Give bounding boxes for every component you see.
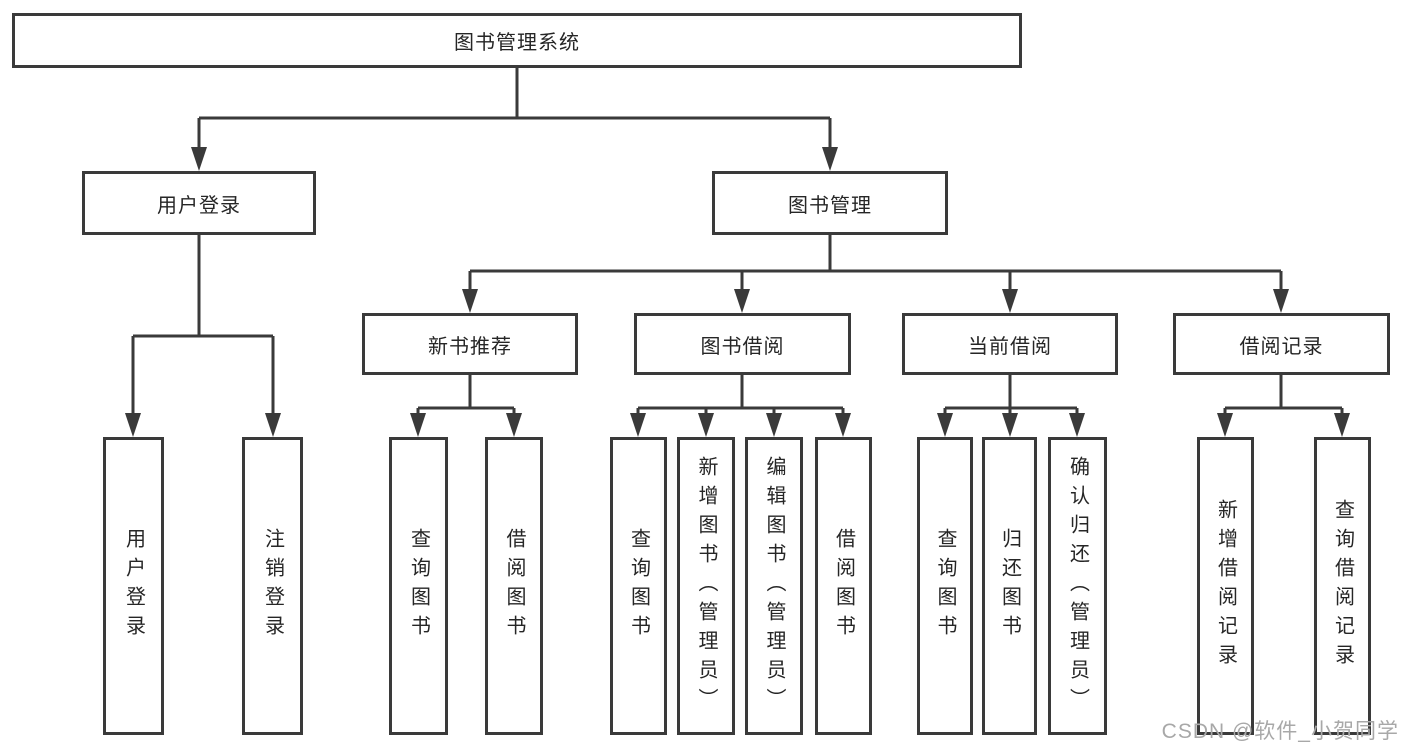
leaf-label: 新增图书（管理员） — [695, 455, 717, 717]
connector-login-to-leaves — [131, 235, 275, 417]
node-root-system: 图书管理系统 — [12, 13, 1022, 68]
node-borrow-records: 借阅记录 — [1173, 313, 1390, 375]
leaf-label: 归还图书 — [998, 528, 1021, 644]
leaf-label: 查询图书 — [934, 528, 956, 644]
arrowhead-leaf — [937, 413, 953, 437]
arrowhead-leaf — [1334, 413, 1350, 437]
leaf-logout: 注销登录 — [242, 437, 303, 735]
leaf-label: 借阅图书 — [503, 528, 525, 644]
node-book-management: 图书管理 — [712, 171, 948, 235]
leaf-label: 查询图书 — [627, 528, 650, 644]
leaf-label: 借阅图书 — [832, 528, 855, 644]
arrowhead-leaf — [630, 413, 646, 437]
node-current-borrow: 当前借阅 — [902, 313, 1118, 375]
node-new-book-recommend: 新书推荐 — [362, 313, 578, 375]
arrowhead-level3 — [1002, 289, 1018, 313]
leaf-edit-books-admin: 编辑图书（管理员） — [745, 437, 803, 735]
arrowhead-leaf — [1002, 413, 1018, 437]
arrowhead-level3 — [734, 289, 750, 313]
leaf-add-books-admin: 新增图书（管理员） — [677, 437, 735, 735]
node-user-login: 用户登录 — [82, 171, 316, 235]
node-book-borrow: 图书借阅 — [634, 313, 851, 375]
leaf-query-books-borrow: 查询图书 — [610, 437, 667, 735]
connector-recommend-to-leaves — [416, 375, 516, 417]
leaf-user-login: 用户登录 — [103, 437, 164, 735]
leaf-query-books-recommend: 查询图书 — [389, 437, 448, 735]
arrowhead-book-management — [822, 147, 838, 171]
arrowhead-level3 — [462, 289, 478, 313]
arrowhead-leaf — [835, 413, 851, 437]
leaf-label: 查询借阅记录 — [1331, 499, 1354, 673]
arrowhead-leaf — [1217, 413, 1233, 437]
leaf-confirm-return-admin: 确认归还（管理员） — [1048, 437, 1107, 735]
watermark-text: CSDN @软件_小贺同学 — [1161, 720, 1399, 743]
leaf-borrow-books-recommend: 借阅图书 — [485, 437, 543, 735]
leaf-label: 查询图书 — [407, 528, 430, 644]
leaf-borrow-books: 借阅图书 — [815, 437, 872, 735]
arrowhead-leaf — [1069, 413, 1085, 437]
leaf-query-books-current: 查询图书 — [917, 437, 973, 735]
leaf-label: 编辑图书（管理员） — [763, 455, 785, 717]
leaf-add-borrow-record: 新增借阅记录 — [1197, 437, 1254, 735]
leaf-label: 确认归还（管理员） — [1066, 455, 1089, 717]
connector-current-to-leaves — [943, 375, 1079, 417]
arrowhead-leaf — [265, 413, 281, 437]
arrowhead-level3 — [1273, 289, 1289, 313]
arrowhead-user-login — [191, 147, 207, 171]
arrowhead-leaf — [410, 413, 426, 437]
arrowhead-leaf — [125, 413, 141, 437]
leaf-label: 新增借阅记录 — [1214, 499, 1237, 673]
connector-borrow-to-leaves — [636, 375, 845, 417]
connector-management-to-level3 — [468, 235, 1283, 293]
connector-records-to-leaves — [1223, 375, 1344, 417]
leaf-return-books: 归还图书 — [982, 437, 1037, 735]
leaf-label: 注销登录 — [261, 528, 284, 644]
arrowhead-leaf — [698, 413, 714, 437]
leaf-label: 用户登录 — [122, 528, 145, 644]
connector-root-to-level2 — [197, 68, 832, 151]
leaf-query-borrow-record: 查询借阅记录 — [1314, 437, 1371, 735]
arrowhead-leaf — [506, 413, 522, 437]
arrowhead-leaf — [766, 413, 782, 437]
